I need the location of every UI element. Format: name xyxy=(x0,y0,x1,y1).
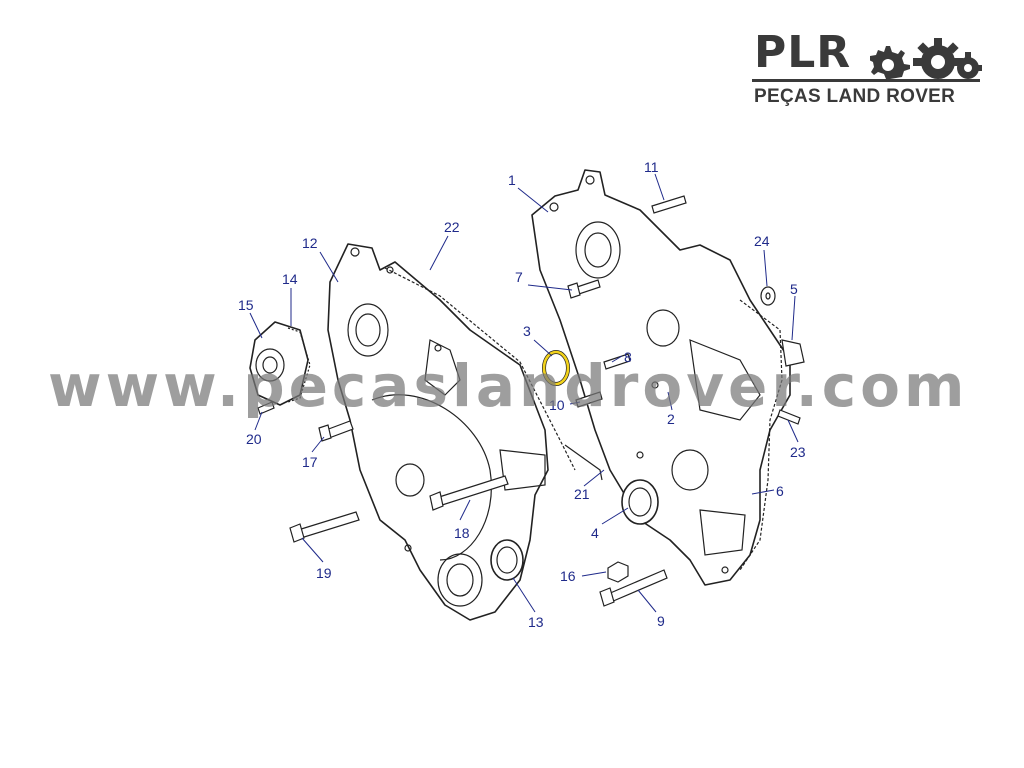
gasket-22 xyxy=(384,267,576,471)
callout-6: 6 xyxy=(776,483,784,499)
logo-brand: PLR xyxy=(754,27,852,78)
callout-18: 18 xyxy=(454,525,470,541)
callout-17: 17 xyxy=(302,454,318,470)
callout-8: 8 xyxy=(624,349,632,365)
bolt-9 xyxy=(599,569,668,607)
stud-11 xyxy=(651,195,687,214)
callout-16: 16 xyxy=(560,568,576,584)
bolt-18 xyxy=(429,475,509,511)
pipe-21 xyxy=(564,444,603,481)
callout-13: 13 xyxy=(528,614,544,630)
callout-10: 10 xyxy=(549,397,565,413)
callout-23: 23 xyxy=(790,444,806,460)
gears-icon xyxy=(870,38,982,79)
bolt-20 xyxy=(257,401,275,415)
logo-divider xyxy=(752,79,980,82)
timing-housing-right xyxy=(531,169,791,586)
callout-7: 7 xyxy=(515,269,523,285)
callout-9: 9 xyxy=(657,613,665,629)
callout-14: 14 xyxy=(282,271,298,287)
stud-23 xyxy=(777,409,801,425)
callout-labels: 1 2 3 4 5 6 7 8 9 10 11 12 13 14 15 16 1… xyxy=(238,159,806,630)
washer-24 xyxy=(760,286,776,306)
front-cover-left xyxy=(327,243,549,621)
callout-5: 5 xyxy=(790,281,798,297)
bolt-10 xyxy=(575,391,603,408)
callout-22: 22 xyxy=(444,219,460,235)
brand-logo: PLR PEÇAS LAND ROVER xyxy=(752,28,984,110)
callout-2: 2 xyxy=(667,411,675,427)
oil-seal-4 xyxy=(621,479,659,525)
callout-24: 24 xyxy=(754,233,770,249)
oil-seal-13 xyxy=(490,539,524,581)
bolt-19 xyxy=(289,511,360,543)
callout-1: 1 xyxy=(508,172,516,188)
callout-3: 3 xyxy=(523,323,531,339)
leader-lines xyxy=(249,173,799,613)
callout-11: 11 xyxy=(644,159,659,175)
bolt-7 xyxy=(567,279,601,299)
callout-12: 12 xyxy=(302,235,318,251)
callout-19: 19 xyxy=(316,565,332,581)
callout-20: 20 xyxy=(246,431,262,447)
callout-15: 15 xyxy=(238,297,254,313)
callout-4: 4 xyxy=(591,525,599,541)
pump-assembly-14-15 xyxy=(249,321,311,406)
fitting-5 xyxy=(781,339,805,367)
callout-21: 21 xyxy=(574,486,590,502)
highlighted-seal-3 xyxy=(542,350,570,386)
nut-16 xyxy=(607,561,629,583)
logo-tagline: PEÇAS LAND ROVER xyxy=(754,86,956,107)
bolt-17 xyxy=(318,420,354,442)
